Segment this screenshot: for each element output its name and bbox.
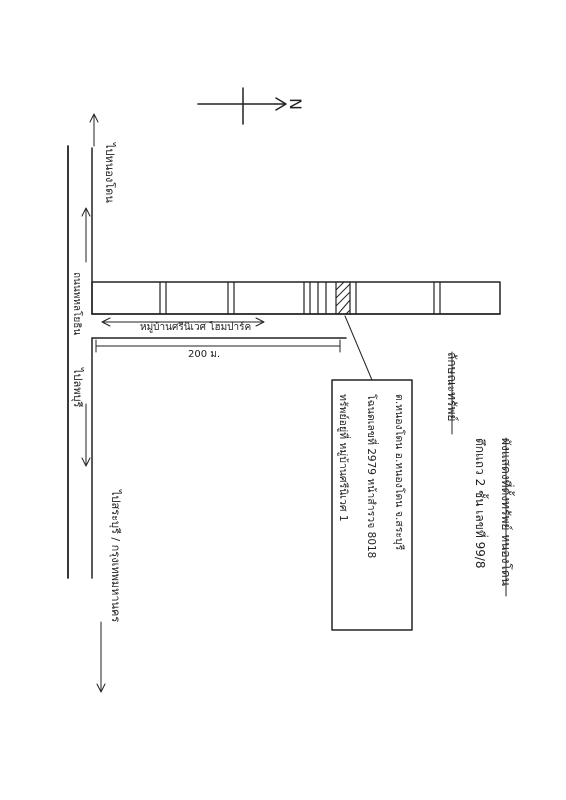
compass-north-label: N: [286, 98, 305, 110]
target-property-hatch: [335, 281, 351, 315]
direction-left-label: ไปลพบุรี: [71, 367, 84, 407]
property-info-box: [331, 379, 413, 631]
road-top-label: ไปหนองโดน: [103, 142, 117, 203]
village-label: หมู่บ้านศรีนิเวศ โฮมปาร์ค: [140, 320, 251, 333]
main-road-label: ถนนพหลโยธิน: [71, 272, 84, 335]
header-line-2: ตึกแถว 2 ชั้น เลขที่ 99/8: [473, 438, 489, 569]
property-line-3: ต.หนองโดน อ.หนองโดน จ.สระบุรี: [393, 394, 406, 551]
distance-label: 200 ม.: [188, 349, 220, 360]
distance-dimension: [95, 339, 341, 353]
building-row: [91, 281, 501, 315]
compass: N: [197, 87, 305, 125]
property-line-2: โฉนดเลขที่ 2979 หน้าสำรวจ 8018: [365, 394, 379, 558]
main-road: [67, 145, 93, 579]
direction-right-label: ไปสระบุรี / กรุงเทพมหานคร: [109, 489, 122, 622]
header-underlines: [451, 351, 507, 597]
property-line-1: ทรัพย์อยู่ที่ หมู่บ้านศรีนิเวศ 1: [337, 394, 351, 522]
direction-arrows: [81, 113, 106, 693]
header-line-3: ผังแสดงที่ตั้งทรัพย์ หนองโดน: [499, 438, 515, 586]
leader-line: [344, 315, 373, 381]
